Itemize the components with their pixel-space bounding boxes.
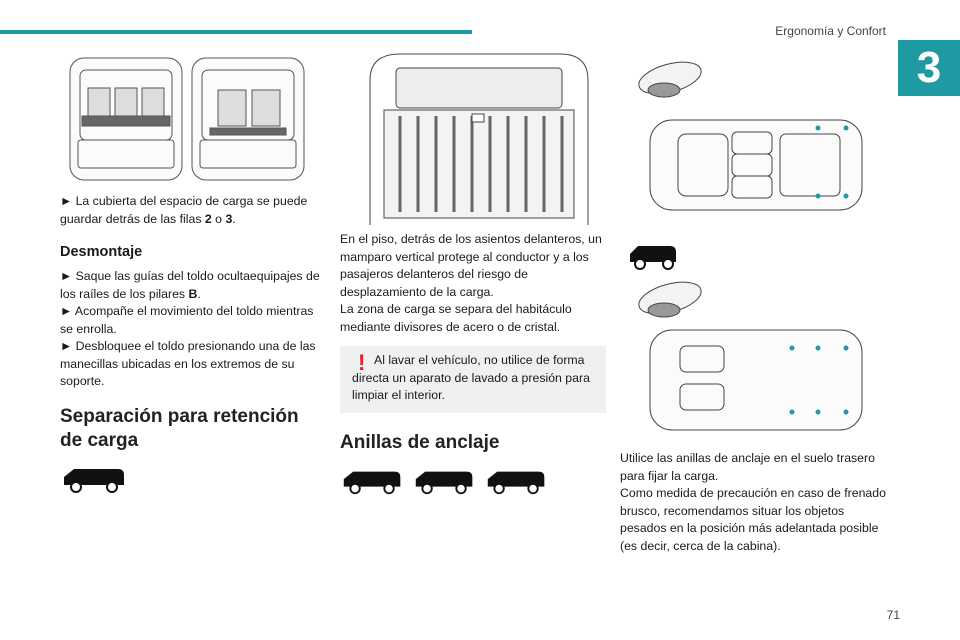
- header-accent-bar: [0, 30, 472, 34]
- van-icon: [415, 471, 473, 494]
- anchor-rings-illustration: [630, 61, 863, 431]
- chapter-number: 3: [916, 43, 942, 92]
- bulkhead-text-2: La zona de carga se separa del habitácul…: [340, 302, 572, 334]
- chapter-number-tab: 3: [898, 40, 960, 96]
- van-icon: [343, 471, 401, 494]
- column-3: Utilice las anillas de anclaje en el sue…: [620, 50, 890, 555]
- van-icon: [487, 471, 545, 494]
- bulkhead-text-1: En el piso, detrás de los asientos delan…: [340, 232, 602, 299]
- heading-rings: Anillas de anclaje: [340, 431, 500, 453]
- warning-text: Al lavar el vehículo, no utilice de form…: [352, 353, 590, 402]
- van-icon: [64, 468, 124, 493]
- cargo-cover-illustration: [69, 57, 305, 181]
- van-icons-row: [340, 465, 606, 497]
- heading-removal: Desmontaje: [60, 244, 143, 260]
- page-number: 71: [886, 608, 900, 622]
- heading-separation: Separación para retención de carga: [60, 405, 299, 451]
- warning-box: ! Al lavar el vehículo, no utilice de fo…: [340, 346, 606, 413]
- chapter-title: Ergonomía y Confort: [775, 24, 886, 38]
- bulkhead-illustration: [369, 53, 589, 225]
- step-3: ► Desbloquee el toldo presionando una de…: [60, 339, 316, 388]
- step-1: ► Saque las guías del toldo ocultaequipa…: [60, 269, 320, 301]
- anchor-text-2: Como medida de precaución en caso de fre…: [620, 486, 886, 553]
- column-1: ► La cubierta del espacio de carga se pu…: [60, 50, 322, 495]
- column-2: En el piso, detrás de los asientos delan…: [340, 50, 606, 497]
- warning-icon: !: [358, 350, 366, 375]
- anchor-text-1: Utilice las anillas de anclaje en el sue…: [620, 451, 875, 483]
- step-2: ► Acompañe el movimiento del toldo mient…: [60, 304, 314, 336]
- cover-storage-text: ► La cubierta del espacio de carga se pu…: [60, 194, 308, 226]
